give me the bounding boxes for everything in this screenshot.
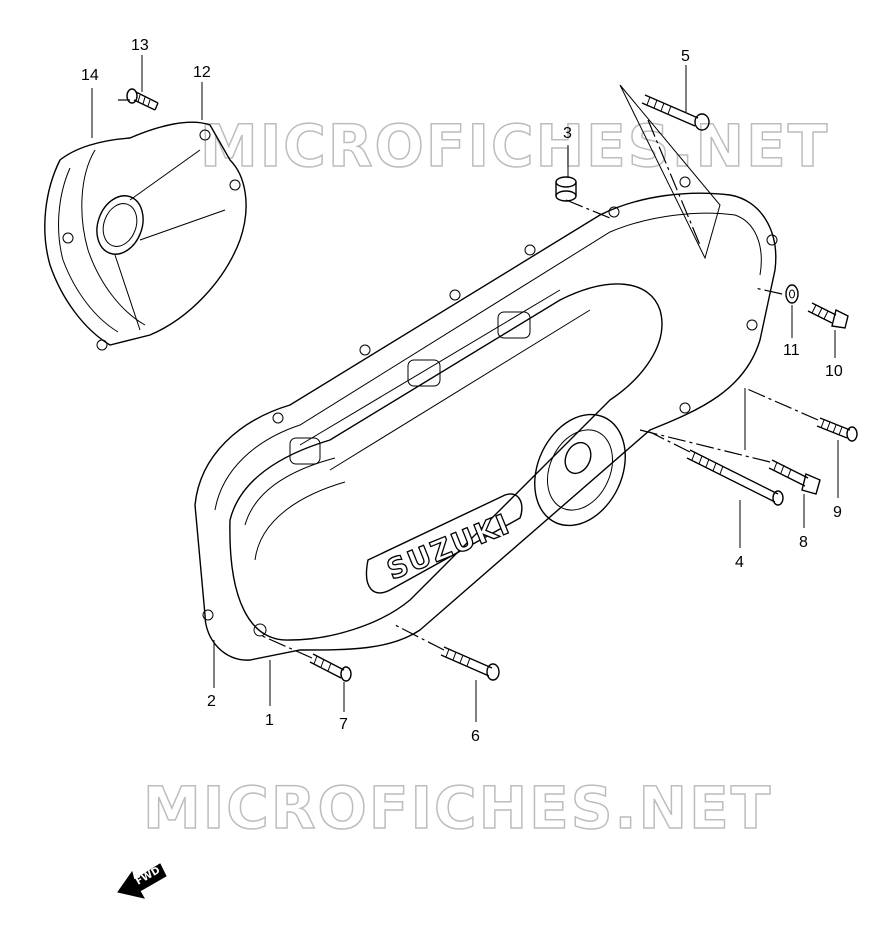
bolt-7 (309, 653, 352, 682)
bolt-13 (126, 88, 159, 111)
brand-label: SUZUKI (382, 507, 515, 586)
part-number-9: 9 (833, 504, 842, 521)
spacer-3 (555, 176, 577, 202)
washer-11 (785, 284, 799, 304)
part-number-14: 14 (81, 67, 99, 84)
watermark-top: MICROFICHES.NET (200, 112, 829, 180)
part-number-11: 11 (783, 342, 800, 359)
forward-arrow-icon: FWD (117, 863, 167, 899)
bolt-5 (641, 94, 710, 131)
clutch-cover (44, 121, 247, 351)
part-number-7: 7 (339, 716, 348, 733)
crankcase-cover: SUZUKI (194, 176, 778, 661)
part-number-3: 3 (563, 125, 572, 142)
part-number-6: 6 (471, 728, 480, 745)
bolt-6 (440, 646, 500, 681)
bolt-4 (686, 449, 784, 506)
part-number-12: 12 (193, 64, 211, 81)
part-numbers: 13 14 12 3 5 11 10 9 8 4 6 7 1 2 (81, 37, 843, 745)
part-number-2: 2 (207, 693, 216, 710)
assembly-lines (118, 84, 819, 659)
part-number-5: 5 (681, 48, 690, 65)
part-number-4: 4 (735, 554, 744, 571)
leader-lines (91, 55, 839, 722)
watermark-bottom: MICROFICHES.NET (143, 774, 772, 842)
part-number-10: 10 (825, 363, 843, 380)
part-number-1: 1 (265, 712, 274, 729)
bolt-8 (768, 459, 821, 495)
bolt-10 (807, 302, 849, 329)
part-number-13: 13 (131, 37, 149, 54)
part-number-8: 8 (799, 534, 808, 551)
bolt-9 (816, 417, 858, 442)
